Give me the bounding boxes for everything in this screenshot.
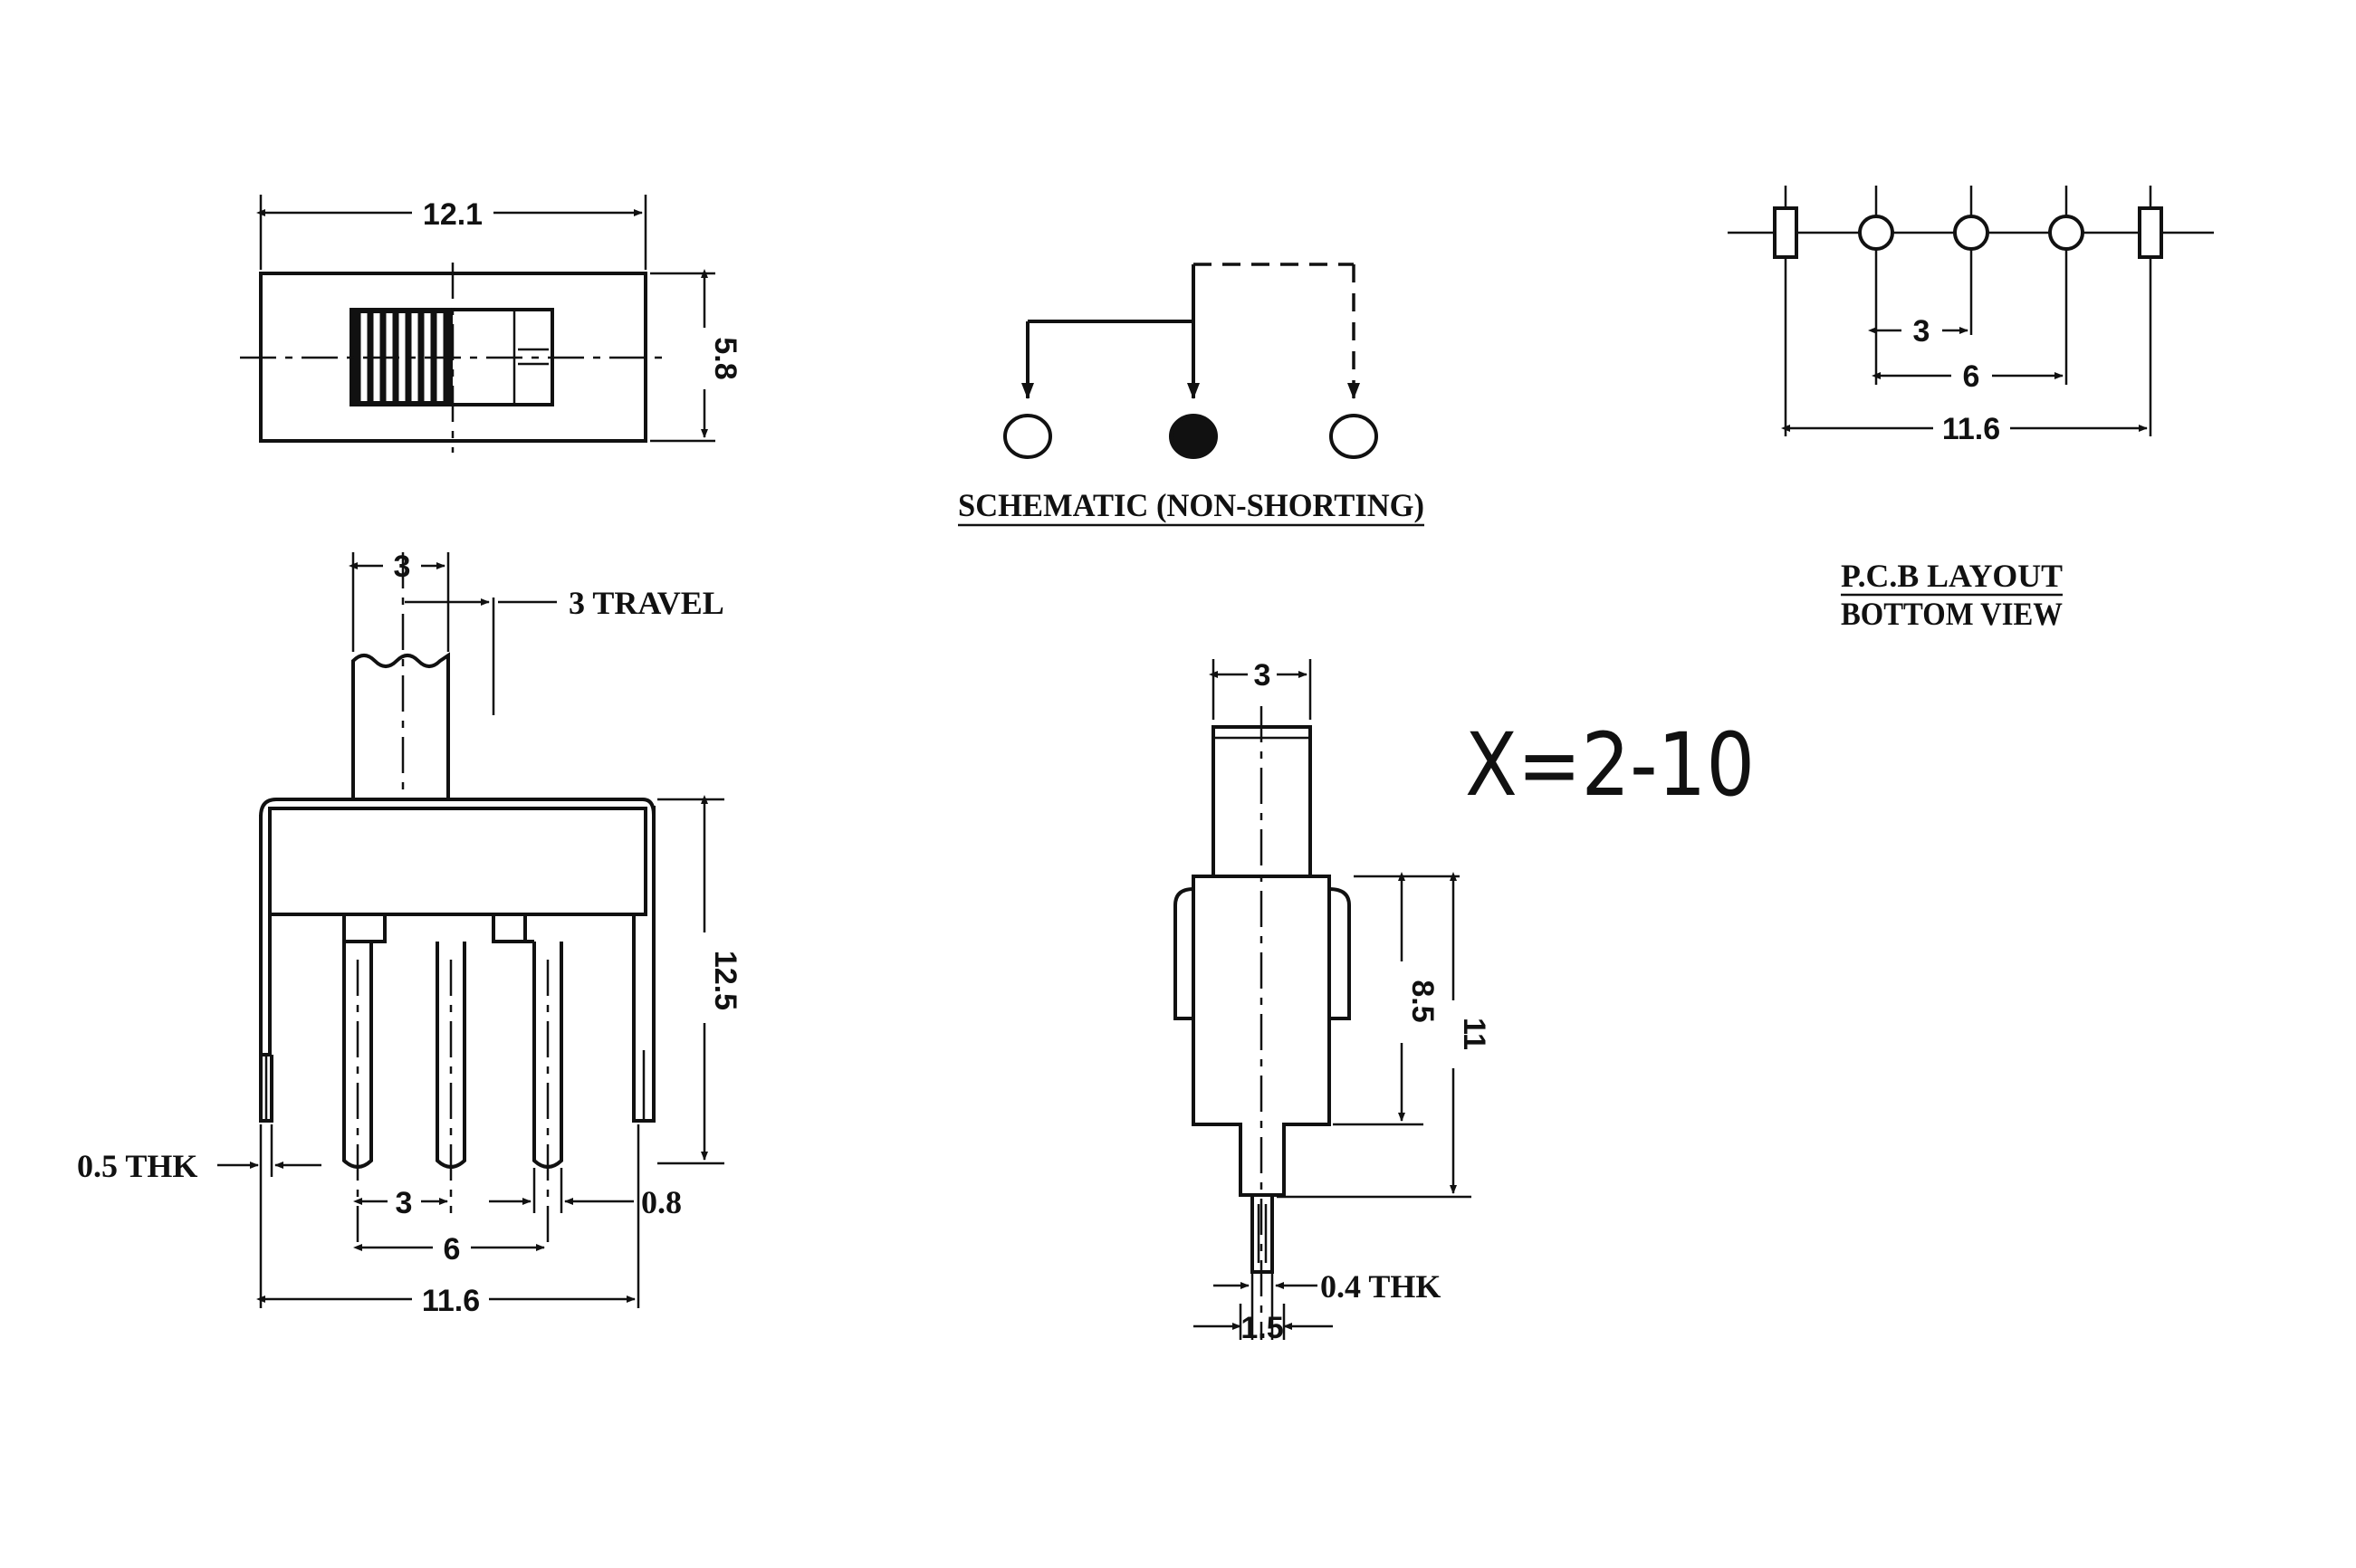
front-view: 3 3 TRAVEL 12.5 0.5 THK 3 0.8 6 xyxy=(77,550,742,1318)
schematic-terminal-right xyxy=(1329,414,1378,459)
pcb-dim-6: 6 xyxy=(1963,359,1980,394)
pcb-dim-3: 3 xyxy=(1913,314,1930,349)
pcb-hole-2 xyxy=(1953,215,1989,251)
front-dim-pitch-6: 6 xyxy=(444,1232,461,1267)
pcb-layout: 3 6 11.6 P.C.B LAYOUT BOTTOM VIEW xyxy=(1728,186,2214,632)
front-actuator xyxy=(351,652,450,799)
front-body xyxy=(268,807,647,916)
front-dim-pin-width: 0.8 xyxy=(641,1184,682,1220)
pcb-slot-left xyxy=(1773,206,1798,259)
schematic-terminal-common xyxy=(1169,414,1218,459)
side-view: 3 8.5 11 0.4 THK 1.5 xyxy=(1173,658,1491,1345)
front-dim-span: 11.6 xyxy=(422,1284,480,1318)
pcb-hole-1 xyxy=(1858,215,1894,251)
schematic: SCHEMATIC (NON-SHORTING) xyxy=(958,263,1424,527)
side-body xyxy=(1192,875,1331,1197)
dim-top-height: 5.8 xyxy=(708,337,742,379)
front-dim-height: 12.5 xyxy=(708,951,742,1010)
side-dim-body: 8.5 xyxy=(1405,980,1440,1022)
side-dim-actuator: 3 xyxy=(1254,658,1271,693)
side-pin xyxy=(1250,1193,1274,1274)
side-dim-total: 11 xyxy=(1457,1018,1491,1050)
pcb-caption-1: P.C.B LAYOUT xyxy=(1841,558,2063,594)
side-dim-thk: 0.4 THK xyxy=(1320,1268,1441,1305)
schematic-caption: SCHEMATIC (NON-SHORTING) xyxy=(958,487,1424,523)
pcb-dim-11-6: 11.6 xyxy=(1942,412,2000,446)
variable-note: X=2-10 xyxy=(1465,714,1755,816)
front-dim-pitch-3: 3 xyxy=(396,1186,413,1220)
front-dim-actuator: 3 xyxy=(394,550,411,584)
front-dim-thk: 0.5 THK xyxy=(77,1148,197,1184)
side-dim-pin-width: 1.5 xyxy=(1240,1311,1283,1345)
pcb-slot-right xyxy=(2138,206,2163,259)
schematic-terminal-left xyxy=(1003,414,1052,459)
top-view: 12.1 5.8 xyxy=(240,195,742,453)
pcb-caption-2: BOTTOM VIEW xyxy=(1841,596,2063,632)
dim-top-width: 12.1 xyxy=(423,197,483,232)
pcb-hole-3 xyxy=(2048,215,2084,251)
front-dim-travel: 3 TRAVEL xyxy=(569,585,724,621)
